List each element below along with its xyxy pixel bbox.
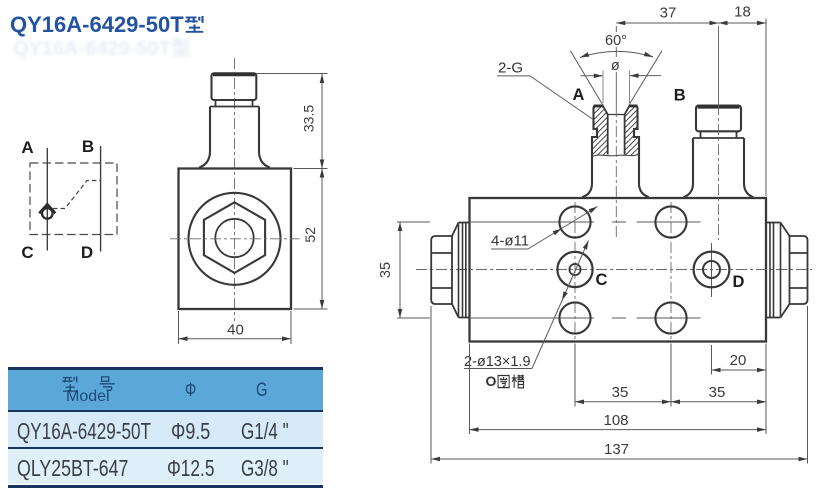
- svg-text:20: 20: [730, 352, 747, 369]
- svg-text:35: 35: [378, 262, 394, 278]
- svg-text:ø: ø: [611, 58, 620, 74]
- svg-text:D: D: [733, 273, 745, 291]
- svg-text:35: 35: [709, 384, 726, 401]
- svg-text:O: O: [486, 373, 497, 389]
- svg-text:A: A: [21, 138, 33, 157]
- svg-text:52: 52: [302, 227, 318, 243]
- svg-text:D: D: [81, 243, 93, 262]
- svg-text:B: B: [674, 87, 686, 105]
- svg-text:C: C: [21, 243, 33, 262]
- svg-text:37: 37: [660, 5, 677, 22]
- svg-text:2-G: 2-G: [498, 60, 523, 77]
- svg-text:40: 40: [227, 322, 244, 339]
- svg-text:60°: 60°: [605, 33, 627, 49]
- svg-text:2-ø13×1.9: 2-ø13×1.9: [464, 354, 531, 370]
- svg-text:A: A: [573, 86, 585, 104]
- svg-text:35: 35: [612, 384, 629, 401]
- svg-text:33.5: 33.5: [301, 105, 317, 132]
- svg-text:18: 18: [734, 4, 751, 21]
- svg-text:C: C: [596, 271, 608, 289]
- svg-text:108: 108: [603, 412, 628, 429]
- svg-text:4-ø11: 4-ø11: [491, 233, 529, 250]
- svg-text:B: B: [82, 137, 94, 156]
- svg-text:137: 137: [604, 441, 629, 458]
